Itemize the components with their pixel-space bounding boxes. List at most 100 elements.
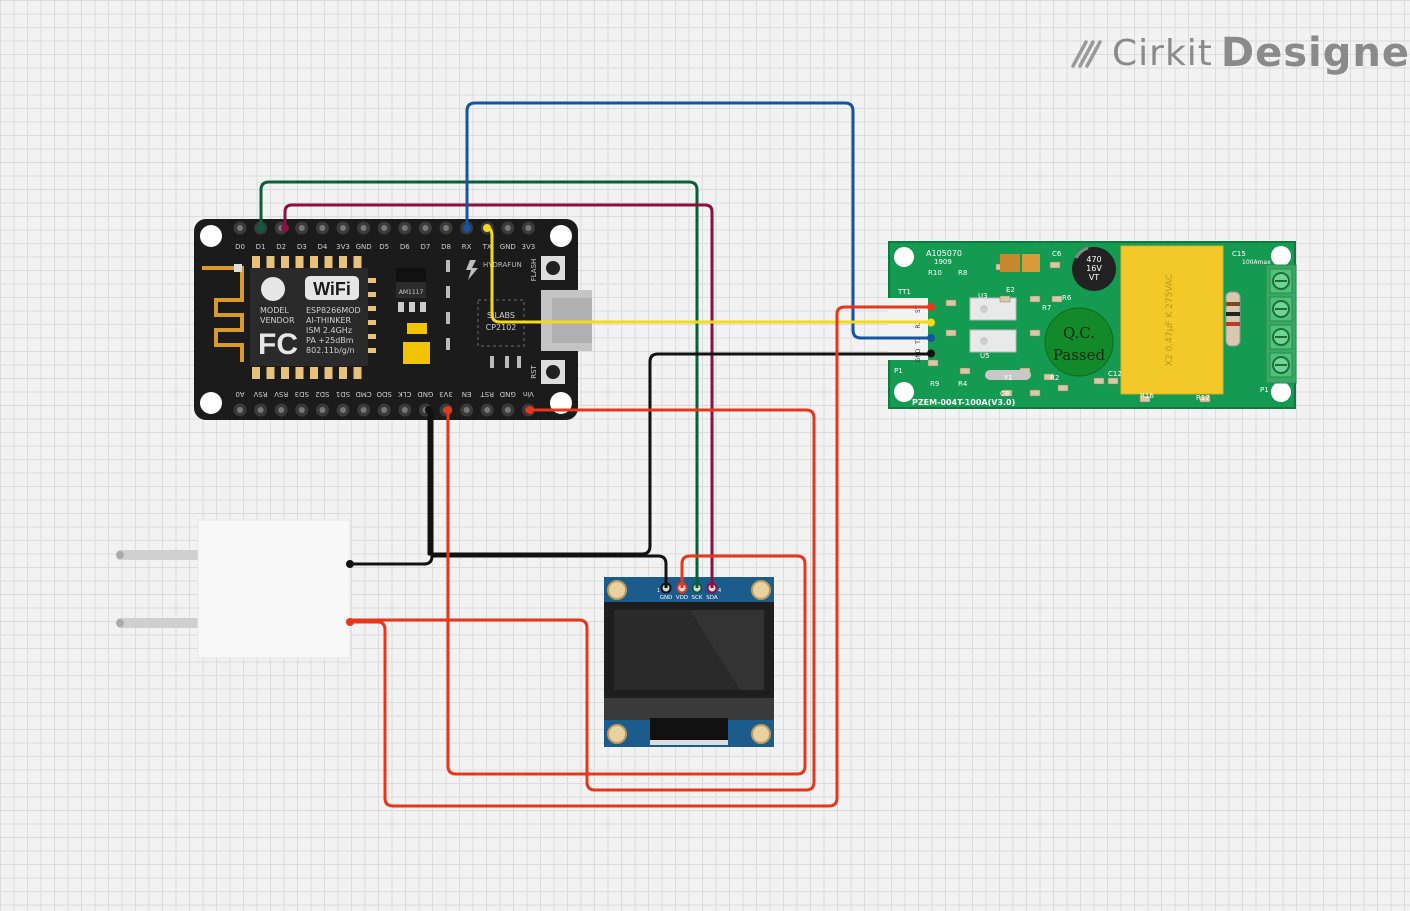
mounting-hole [1271,382,1291,402]
wire-endpoint[interactable] [346,560,354,568]
wire-gnd-pzem-gnd[interactable] [427,352,931,556]
esp-top-pin-label: D4 [317,243,327,251]
oled-ribbon [650,718,728,744]
esp-top-pin-label: D5 [379,243,389,251]
pcb-code: A105070 [926,249,962,258]
mounting-hole [200,392,222,414]
mounting-hole [607,580,627,600]
esp-bottom-pin-label: GND [417,390,433,398]
pzem-label-p1: P1 [1260,386,1269,394]
chip-model: CP2102 [486,323,517,332]
pzem-label-c8: C8 [1000,390,1009,398]
model-label: MODEL [260,306,289,315]
x2-capacitor [1120,245,1224,395]
plug-prong [117,618,199,628]
wire-vin-adapter[interactable] [350,408,816,792]
esp8266-nodemcu-board[interactable]: WiFi FC MODEL VENDOR ESP8266MOD AI-THINK… [194,219,592,420]
wire-endpoint[interactable] [483,224,491,232]
esp-top-pin-label: GND [356,243,372,251]
wifi-logo-text: WiFi [313,279,351,299]
wire-d2-oled-sda[interactable] [283,203,714,588]
pzem-label-r8: R8 [958,269,967,277]
esp-bottom-pin-label: SD3 [295,390,309,398]
wire-endpoint[interactable] [425,406,433,414]
esp-top-pin-label: D7 [420,243,430,251]
esp-bottom-pin-label: CMD [355,390,371,398]
wire-endpoint[interactable] [526,406,534,414]
wire-d1-oled-sck[interactable] [259,180,699,588]
esp-bottom-pin-label: Vin [523,390,534,398]
wire-gnd-adapter[interactable] [350,410,434,566]
cap-voltage: 16V [1086,264,1102,273]
pzem-label-p2: P1 [894,367,903,375]
wire-endpoint[interactable] [444,406,452,414]
board-brand: HYDRAFUN [483,261,522,269]
esp-top-pin-label: GND [500,243,516,251]
cap-series: VT [1089,273,1099,282]
wire-oled-gnd[interactable] [432,554,668,588]
wire-endpoint[interactable] [257,224,265,232]
pzem-label-u5: U5 [980,352,990,360]
oled-pin-num: 4 [718,588,721,594]
brand-word-designer: Designer [1220,30,1410,76]
pzem-label-r2: R2 [1050,374,1059,382]
plug-prong [117,550,199,560]
wifi-logo [305,276,359,300]
esp-top-pin-label: 3V3 [336,243,350,251]
mounting-hole [550,225,572,247]
pzem-label-u3: U3 [978,292,988,300]
pzem-004t-module[interactable]: A105070 1909 PZEM-004T-100A(V3.0) TT1 P1… [888,241,1297,409]
pzem-label-r9: R9 [930,380,939,388]
pcb-name: PZEM-004T-100A(V3.0) [912,398,1015,407]
esp-top-pin-label: 3V3 [522,243,536,251]
vendor-label: VENDOR [260,316,295,325]
esp-top-pin-label: D2 [276,243,286,251]
wire-rx-pzem-tx[interactable] [465,101,931,340]
rst-label: RST [530,364,538,378]
mounting-hole [751,580,771,600]
electrolytic-capacitor [1072,247,1116,291]
optocoupler-u5 [969,329,1017,353]
pzem-label-c6: C6 [1052,250,1062,258]
ac-power-adapter[interactable] [116,519,351,659]
esp-top-pin-label: TX [482,243,492,251]
pzem-label-r6: R6 [1062,294,1072,302]
standard-label: 802.11b/g/n [306,346,355,355]
pzem-pin-label: RX [915,320,922,328]
mounting-hole [607,724,627,744]
mounting-hole [1271,246,1291,266]
lightning-icon [466,260,478,280]
cirkit-logo-icon [1071,40,1102,68]
esp-bottom-pin-label: EN [462,390,472,398]
fc-logo-text: FC [258,328,298,361]
oled-pin-label: GND [660,595,673,601]
pzem-label-c12: C12 [1108,370,1122,378]
pzem-label-r7: R7 [1042,304,1051,312]
wire-3v3-oled-vdd[interactable] [446,410,807,776]
mounting-hole [894,247,914,267]
shunt-resistor [1225,291,1241,347]
flash-label: FLASH [530,259,538,282]
wire-endpoint[interactable] [463,224,471,232]
wire-endpoint[interactable] [281,224,289,232]
pzem-label-r16: R16 [1140,392,1154,400]
esp-bottom-pin-label: SD1 [336,390,350,398]
pzem-label-r4: R4 [958,380,968,388]
esp-bottom-pin-label: GND [500,390,516,398]
cap-value: 470 [1086,255,1101,264]
esp-bottom-pin-label: SDO [376,390,392,398]
wire-adapter-pzem-5v[interactable] [350,305,931,808]
mounting-hole [200,225,222,247]
wires [257,101,931,808]
oled-pin-label: SCK [692,595,703,601]
pzem-label-r10: R10 [928,269,942,277]
esp-bottom-pin-label: RSV [274,390,288,398]
x2-capacitor-text: X2 0.47μF K 275VAC [1165,274,1175,366]
wire-endpoint[interactable] [346,618,354,626]
chip-brand: SILABS [487,311,515,320]
qc-passed-sticker [1044,307,1114,377]
crystal-y1 [985,370,1031,380]
pcb-date: 1909 [934,258,952,266]
